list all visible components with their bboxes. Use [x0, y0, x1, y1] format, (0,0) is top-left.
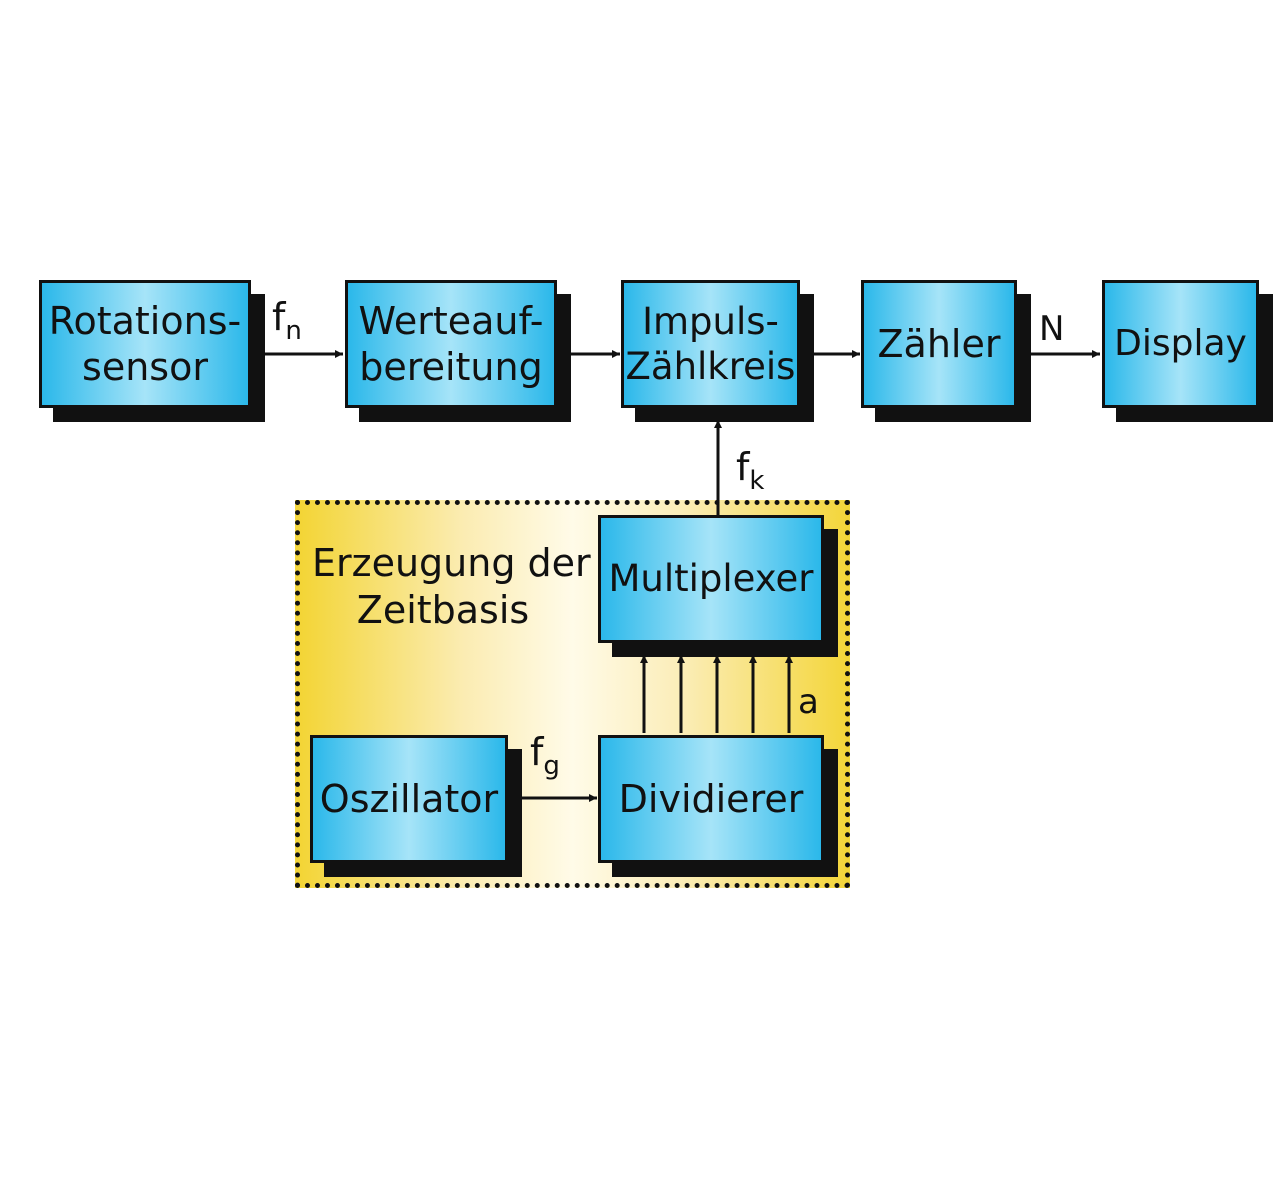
signal-fg-base: f: [530, 730, 544, 774]
signal-label-a: a: [798, 685, 819, 719]
signal-label-fg: fg: [530, 733, 560, 779]
zaehler-label: Zähler: [877, 321, 1001, 366]
werteaufbereitung-line-1: Werteauf-: [358, 298, 544, 343]
signal-label-fn: fn: [272, 298, 302, 344]
signal-label-N: N: [1039, 312, 1064, 346]
werteaufbereitung-block: Werteauf- bereitung: [345, 280, 557, 408]
zaehler-block: Zähler: [861, 280, 1017, 408]
signal-fg-sub: g: [543, 751, 560, 781]
display-label: Display: [1114, 323, 1247, 365]
impulszaehlkreis-line-1: Impuls-: [642, 299, 779, 343]
signal-fn-base: f: [272, 295, 286, 339]
multiplexer-block: Multiplexer: [598, 515, 824, 643]
signal-fk-base: f: [736, 445, 750, 489]
timebase-group-title: Erzeugung der Zeitbasis: [312, 540, 591, 634]
timebase-group-title-line-2: Zeitbasis: [356, 588, 530, 633]
signal-label-fk: fk: [736, 448, 764, 494]
oszillator-label: Oszillator: [319, 776, 499, 821]
rotationssensor-line-1: Rotations-: [48, 298, 242, 343]
signal-fk-sub: k: [749, 466, 765, 496]
display-block: Display: [1102, 280, 1259, 408]
signal-N: N: [1039, 309, 1065, 349]
rotationssensor-line-2: sensor: [82, 345, 208, 389]
timebase-group-title-line-1: Erzeugung der: [312, 541, 591, 585]
impulszaehlkreis-block: Impuls- Zählkreis: [621, 280, 800, 408]
oszillator-block: Oszillator: [310, 735, 508, 863]
rotationssensor-block: Rotations- sensor: [39, 280, 251, 408]
impulszaehlkreis-line-2: Zählkreis: [625, 345, 796, 388]
signal-fn-sub: n: [285, 316, 302, 346]
werteaufbereitung-line-2: bereitung: [359, 345, 543, 389]
multiplexer-label: Multiplexer: [608, 557, 814, 601]
signal-a: a: [798, 682, 819, 722]
dividierer-block: Dividierer: [598, 735, 824, 863]
dividierer-label: Dividierer: [618, 776, 804, 821]
